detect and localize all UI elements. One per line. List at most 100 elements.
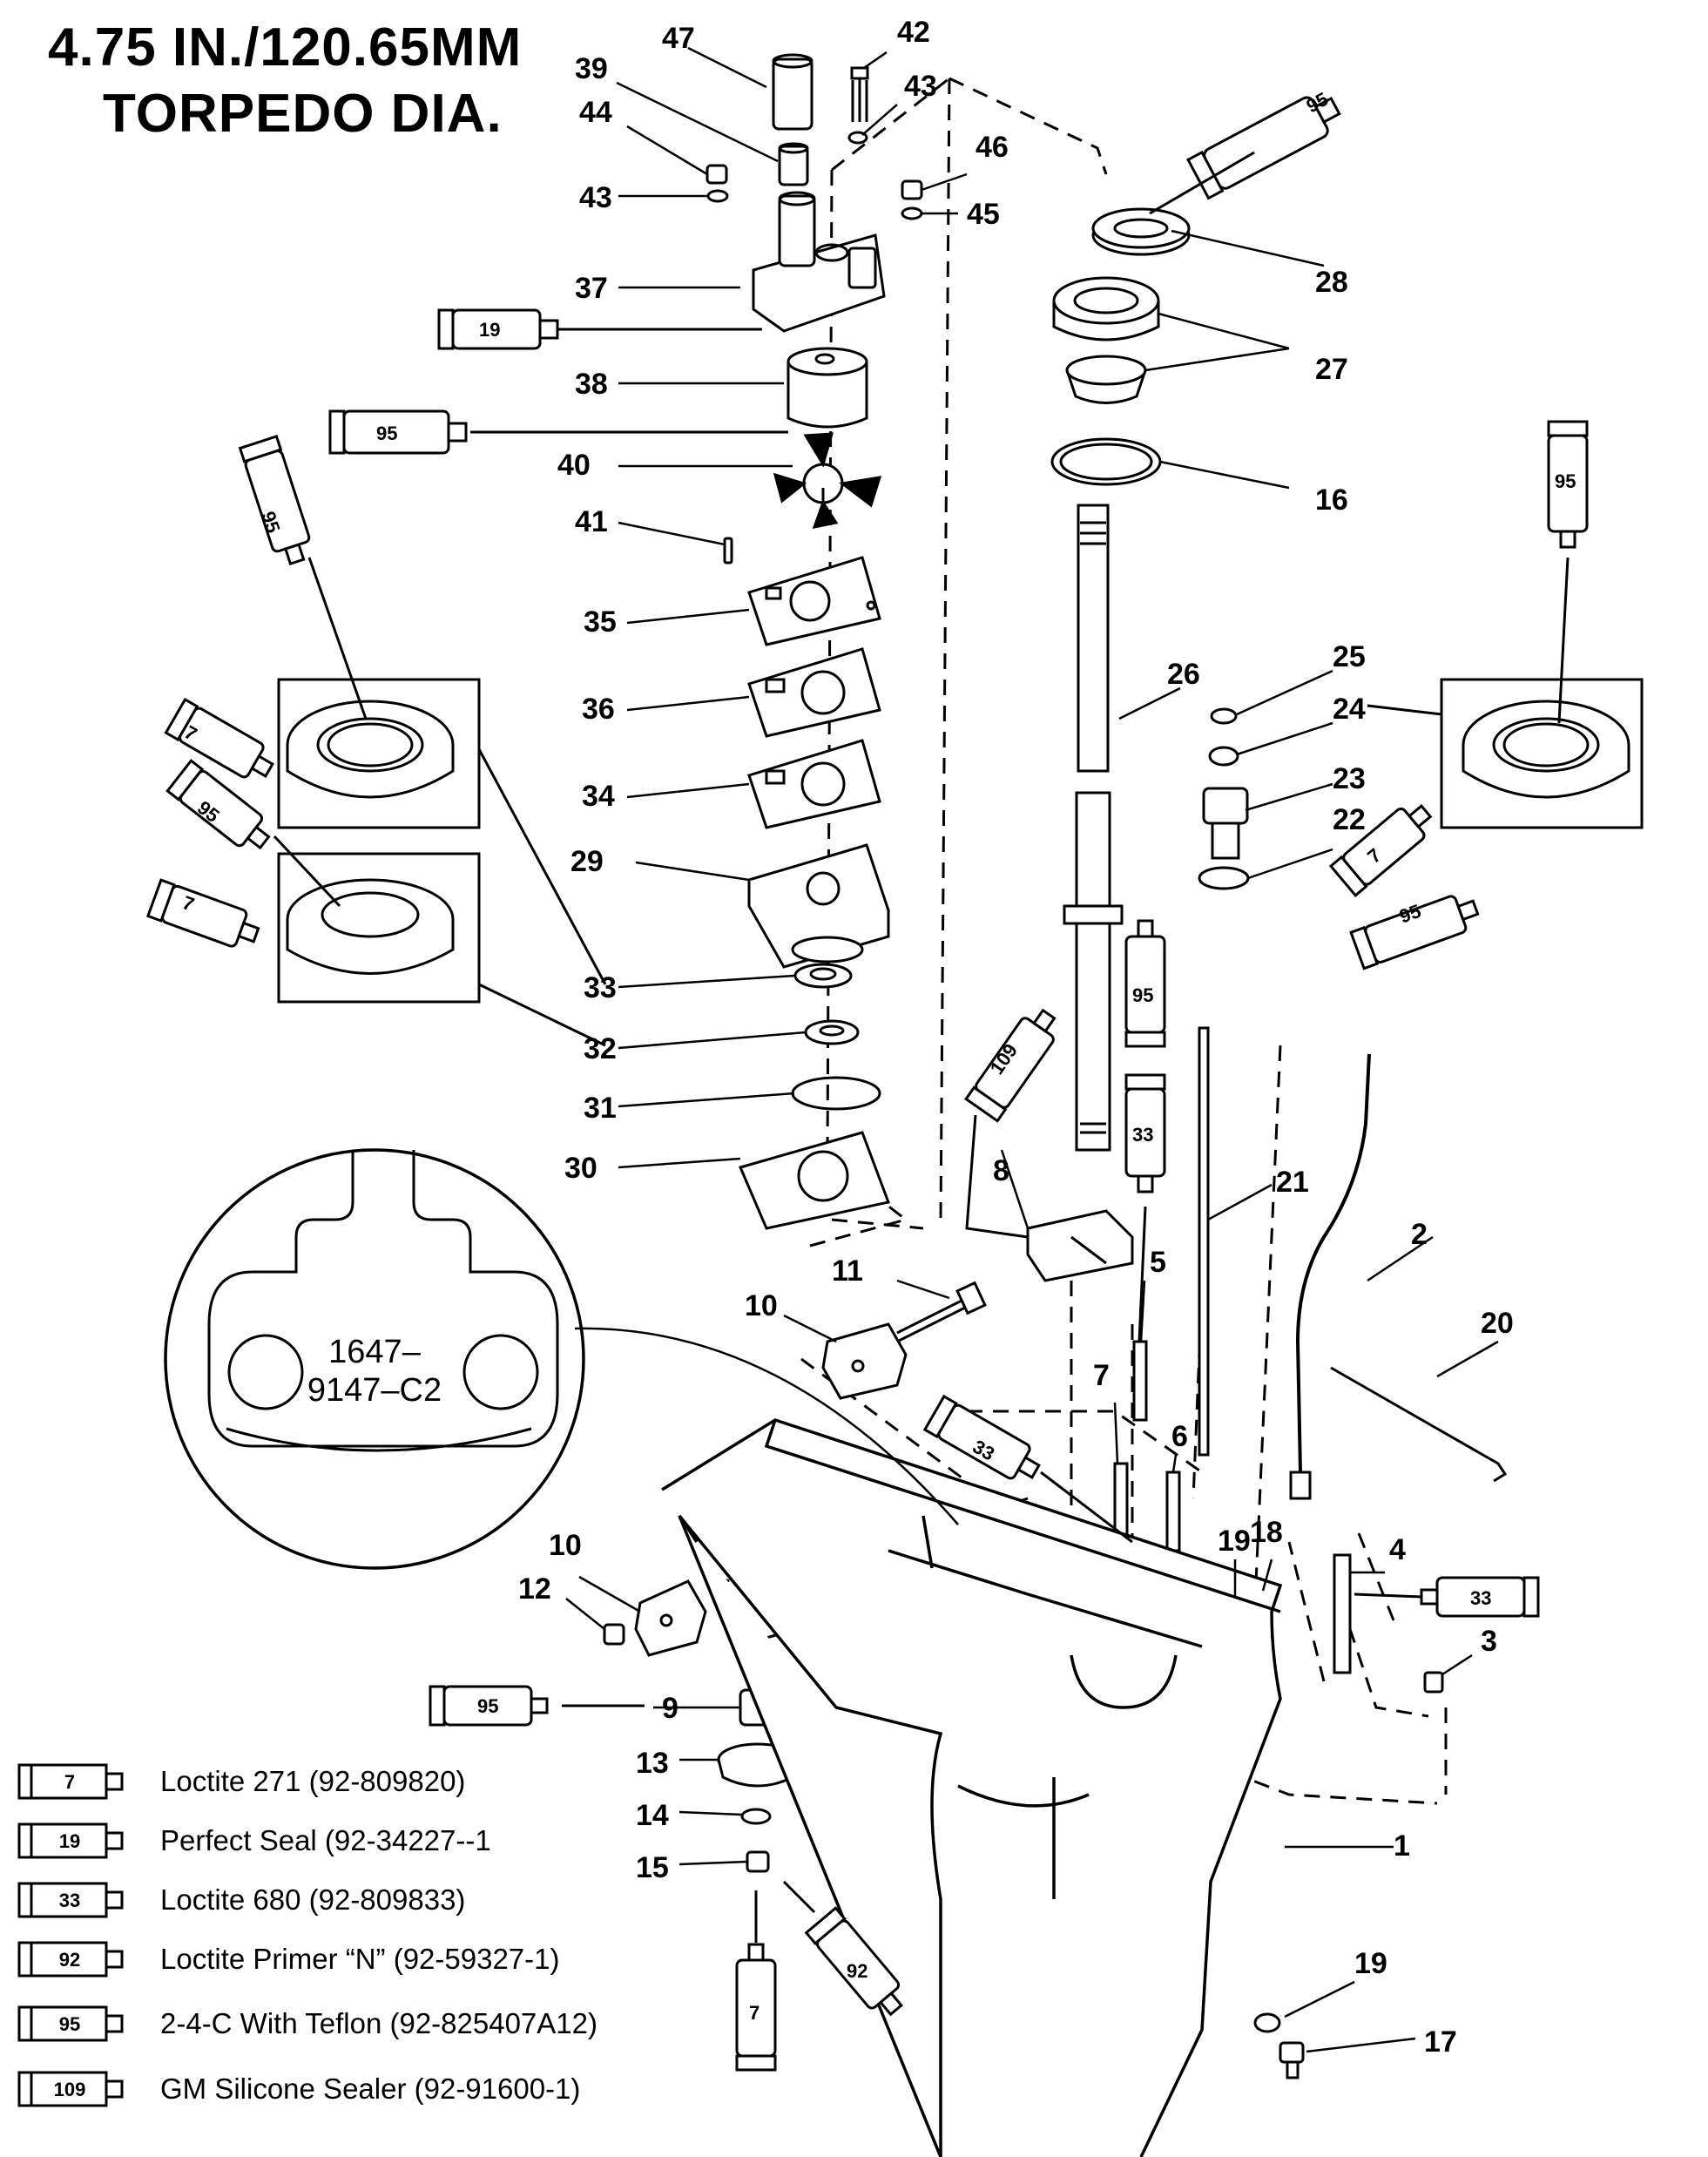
part-4-pin	[1333, 1553, 1352, 1674]
callout-8: 8	[993, 1154, 1009, 1187]
part-37-pump-housing	[752, 191, 886, 333]
callout-21: 21	[1276, 1166, 1309, 1199]
part-43-washer-left	[706, 189, 729, 203]
tube-label-7d: 7	[749, 2002, 759, 2024]
part-22-oring	[1198, 866, 1250, 890]
callout-37: 37	[575, 272, 608, 305]
callout-31: 31	[584, 1092, 617, 1125]
callout-30: 30	[564, 1152, 597, 1185]
part-24-washer	[1208, 746, 1239, 767]
legend-row-95: 95 2-4-C With Teflon (92-825407A12)	[17, 2004, 597, 2044]
legend-code-95: 95	[59, 2013, 80, 2035]
tube-number-labels: 95 19 95 95 7 95 7 95 7 95 95 109 33 33 …	[179, 88, 1576, 2024]
callout-4: 4	[1389, 1533, 1406, 1566]
callout-1: 1	[1394, 1829, 1410, 1863]
callout-44: 44	[579, 96, 612, 129]
callout-11: 11	[832, 1254, 863, 1288]
part-11-bolt	[896, 1281, 987, 1343]
part-17-drain-screw	[1279, 2041, 1305, 2079]
part-35-gasket	[747, 556, 881, 646]
sealant-tubes	[145, 96, 1589, 2072]
part-40-impeller	[773, 432, 882, 529]
part-3-plug	[1423, 1671, 1444, 1694]
detail-line2: 9147–C2	[307, 1372, 442, 1409]
tube-label-19: 19	[479, 319, 500, 341]
legend-code-33: 33	[59, 1890, 80, 1911]
tube-label-95f: 95	[1132, 984, 1153, 1006]
legend-row-7: 7 Loctite 271 (92-809820)	[17, 1761, 465, 1802]
part-8-guide	[1026, 1209, 1134, 1282]
tube-label-95g: 95	[477, 1695, 498, 1717]
callout-43-left: 43	[579, 181, 612, 214]
detail-part-number: 1647– 9147–C2	[296, 1333, 453, 1410]
part-34-gasket	[747, 739, 881, 829]
callout-27: 27	[1315, 353, 1348, 386]
tube-7-icon: 7	[17, 1763, 124, 1800]
callout-19-mid: 19	[1218, 1525, 1251, 1558]
callout-38: 38	[575, 368, 608, 401]
leader-lines	[565, 46, 1499, 2053]
part-29-pump-base	[746, 843, 890, 969]
part-38-insert	[786, 347, 868, 429]
legend-text-19: Perfect Seal (92-34227--1	[160, 1824, 491, 1856]
part-45-washer	[901, 206, 923, 220]
part-27-tapered-bearing	[1052, 276, 1160, 404]
callout-2: 2	[1411, 1218, 1428, 1251]
callout-29: 29	[570, 845, 604, 878]
part-6-pin	[1165, 1471, 1181, 1552]
part-15-nut	[746, 1850, 770, 1873]
legend-code-19: 19	[59, 1830, 80, 1852]
detail-magnifier-circle	[164, 1148, 959, 1570]
callout-22: 22	[1333, 803, 1366, 836]
legend-code-7: 7	[64, 1771, 75, 1793]
legend-code-109: 109	[54, 2079, 86, 2100]
callout-26: 26	[1167, 658, 1200, 691]
legend-text-92: Loctite Primer “N” (92-59327-1)	[160, 1943, 560, 1975]
part-39-sleeve	[778, 142, 809, 186]
detail-line1: 1647–	[328, 1334, 421, 1370]
bearing-box-right-24	[1440, 678, 1644, 829]
callout-10-upper: 10	[745, 1289, 778, 1322]
callout-32: 32	[584, 1032, 617, 1065]
legend-row-19: 19 Perfect Seal (92-34227--1	[17, 1821, 491, 1861]
callout-3: 3	[1481, 1625, 1497, 1658]
tube-33-icon: 33	[17, 1882, 124, 1918]
part-19-washer-bottom	[1253, 2012, 1281, 2033]
legend-row-33: 33 Loctite 680 (92-809833)	[17, 1880, 465, 1920]
bearing-box-left-33	[277, 678, 481, 829]
callout-18: 18	[1250, 1516, 1283, 1549]
part-36-plate	[747, 647, 881, 738]
legend-text-109: GM Silicone Sealer (92-91600-1)	[160, 2072, 581, 2105]
part-14-washer	[740, 1808, 772, 1825]
part-16-sleeve-ring	[1050, 437, 1162, 486]
callout-45: 45	[967, 198, 1000, 231]
part-41-key	[723, 537, 733, 565]
callout-28: 28	[1315, 266, 1348, 299]
diagram-title-line2: TORPEDO DIA.	[103, 84, 503, 144]
callout-34: 34	[582, 780, 615, 813]
part-31-oring	[791, 1076, 881, 1111]
tube-19-icon: 19	[17, 1822, 124, 1859]
legend-text-33: Loctite 680 (92-809833)	[160, 1883, 466, 1916]
part-23-bushing	[1202, 787, 1249, 860]
part-5-pin	[1132, 1340, 1148, 1422]
part-20-cable-tie	[1330, 1366, 1508, 1483]
part-47-tube	[772, 53, 813, 131]
part-28-bearing-retainer	[1091, 207, 1191, 256]
tube-label-33a: 33	[1132, 1124, 1153, 1146]
legend-code-92: 92	[59, 1949, 80, 1971]
bearing-box-left-32	[277, 852, 481, 1004]
part-2-speedo-hose	[1295, 1053, 1371, 1473]
callout-14: 14	[636, 1799, 669, 1832]
tube-label-95a: 95	[376, 423, 397, 444]
tube-95-icon: 95	[17, 2005, 124, 2042]
part-30-gasket	[738, 1131, 891, 1230]
part-33-seal	[793, 963, 853, 989]
callout-40: 40	[557, 449, 591, 482]
callout-15: 15	[636, 1851, 669, 1884]
part-25-nut	[1210, 707, 1238, 725]
tube-label-92: 92	[847, 1960, 868, 1982]
callout-19-bottom: 19	[1354, 1947, 1387, 1980]
tube-label-95d: 95	[1555, 470, 1576, 492]
legend-text-95: 2-4-C With Teflon (92-825407A12)	[160, 2007, 597, 2039]
